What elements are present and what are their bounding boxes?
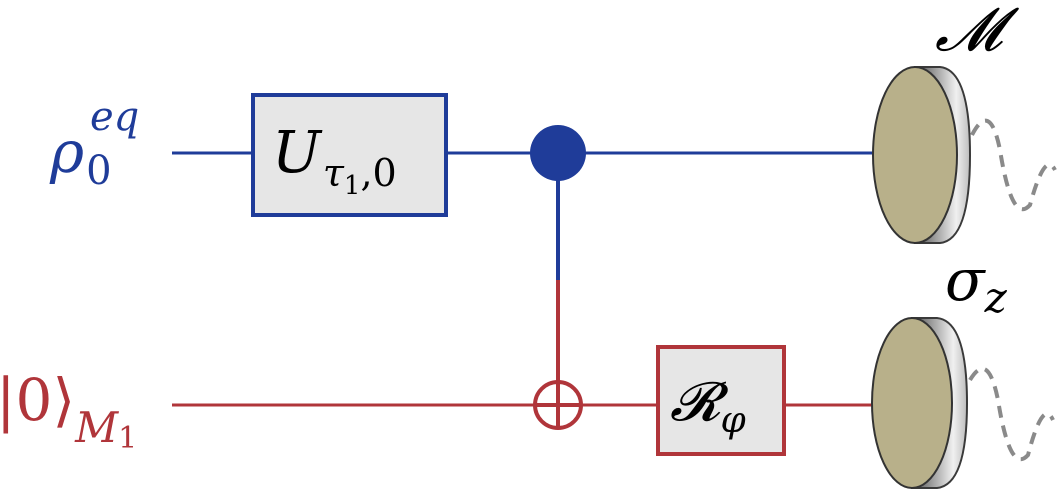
- input-top-symbol: ρ: [49, 118, 84, 186]
- input-top-label: ρ0: [49, 118, 112, 194]
- unitary-sub-tau-index: 1: [344, 171, 361, 201]
- unitary-gate-label: Uτ1,0: [272, 118, 397, 201]
- input-top-sub: 0: [86, 148, 111, 194]
- cnot-control-dot: [530, 125, 586, 181]
- unitary-gate: Uτ1,0: [251, 93, 448, 217]
- rotation-gate-label: 𝓡φ: [670, 370, 746, 441]
- measurement-bottom-symbol: σ: [945, 246, 986, 314]
- unitary-symbol: U: [272, 118, 323, 186]
- ket-open: |: [0, 366, 16, 434]
- unitary-sub-tau: τ: [323, 151, 345, 195]
- measurement-bottom-sub: z: [984, 273, 1008, 322]
- cnot-target-oplus: [533, 380, 583, 430]
- ket-sub-index: 1: [118, 421, 137, 456]
- rotation-symbol: 𝓡: [670, 370, 729, 433]
- wave-signal-icon: [968, 366, 1055, 462]
- measurement-top-label: 𝓜: [935, 0, 1020, 65]
- ket-value: 0: [16, 366, 53, 434]
- detector-icon: [872, 66, 972, 244]
- unitary-gate-box: [251, 93, 448, 217]
- detector-face: [872, 66, 958, 244]
- wave-signal-icon: [970, 118, 1057, 212]
- rotation-sub: φ: [720, 400, 746, 441]
- unitary-sub-rest: ,0: [360, 151, 396, 195]
- rotation-gate: 𝓡φ: [656, 345, 786, 456]
- input-top-sup: eq: [90, 94, 139, 140]
- detector-face: [871, 317, 953, 489]
- ket-sub-letter: M: [74, 403, 119, 452]
- measurement-bottom-label: σz: [945, 246, 1008, 322]
- detector-icon: [871, 317, 969, 489]
- cnot-gate: [530, 125, 586, 430]
- ket-close: ⟩: [52, 366, 75, 434]
- rotation-gate-box: [656, 345, 786, 456]
- input-bottom-label: |0⟩M1: [0, 366, 137, 456]
